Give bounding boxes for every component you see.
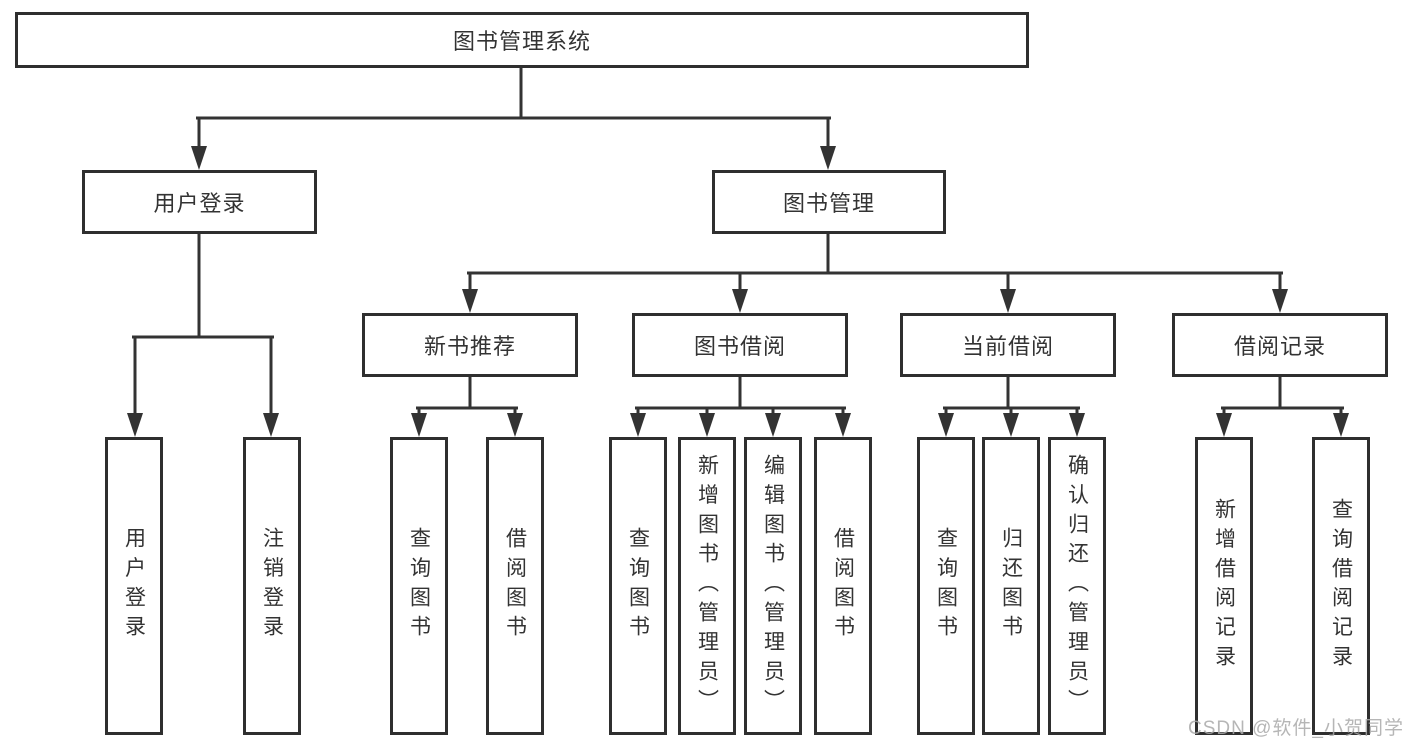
leaf-return-books: 归还图书: [982, 437, 1040, 735]
leaf-label: 新增图书（管理员）: [695, 453, 719, 719]
leaf-query-books-1: 查询图书: [390, 437, 448, 735]
leaf-edit-books-admin: 编辑图书（管理员）: [744, 437, 802, 735]
leaf-label: 借阅图书: [503, 527, 527, 645]
node-book-management: 图书管理: [712, 170, 946, 234]
leaf-label: 编辑图书（管理员）: [761, 453, 785, 719]
leaf-user-login: 用户登录: [105, 437, 163, 735]
leaf-label: 查询借阅记录: [1329, 497, 1353, 675]
node-user-login: 用户登录: [82, 170, 317, 234]
leaf-logout: 注销登录: [243, 437, 301, 735]
leaf-label: 新增借阅记录: [1212, 497, 1236, 675]
leaf-label: 查询图书: [407, 527, 431, 645]
leaf-label: 用户登录: [122, 527, 146, 645]
leaf-label: 借阅图书: [831, 527, 855, 645]
arrowheads: [127, 146, 1349, 437]
node-root: 图书管理系统: [15, 12, 1029, 68]
leaf-query-books-3: 查询图书: [917, 437, 975, 735]
node-current-borrow: 当前借阅: [900, 313, 1116, 377]
leaf-query-books-2: 查询图书: [609, 437, 667, 735]
node-new-book-recommend: 新书推荐: [362, 313, 578, 377]
leaf-label: 归还图书: [999, 527, 1023, 645]
leaf-label: 查询图书: [626, 527, 650, 645]
node-borrow-records: 借阅记录: [1172, 313, 1388, 377]
watermark-text: CSDN @软件_小贺同学: [1188, 718, 1404, 739]
node-book-borrow: 图书借阅: [632, 313, 848, 377]
leaf-label: 查询图书: [934, 527, 958, 645]
leaf-borrow-books-1: 借阅图书: [486, 437, 544, 735]
leaf-add-borrow-record: 新增借阅记录: [1195, 437, 1253, 735]
leaf-query-borrow-record: 查询借阅记录: [1312, 437, 1370, 735]
leaf-confirm-return-admin: 确认归还（管理员）: [1048, 437, 1106, 735]
leaf-borrow-books-2: 借阅图书: [814, 437, 872, 735]
leaf-label: 注销登录: [260, 527, 284, 645]
leaf-add-books-admin: 新增图书（管理员）: [678, 437, 736, 735]
leaf-label: 确认归还（管理员）: [1065, 453, 1089, 719]
